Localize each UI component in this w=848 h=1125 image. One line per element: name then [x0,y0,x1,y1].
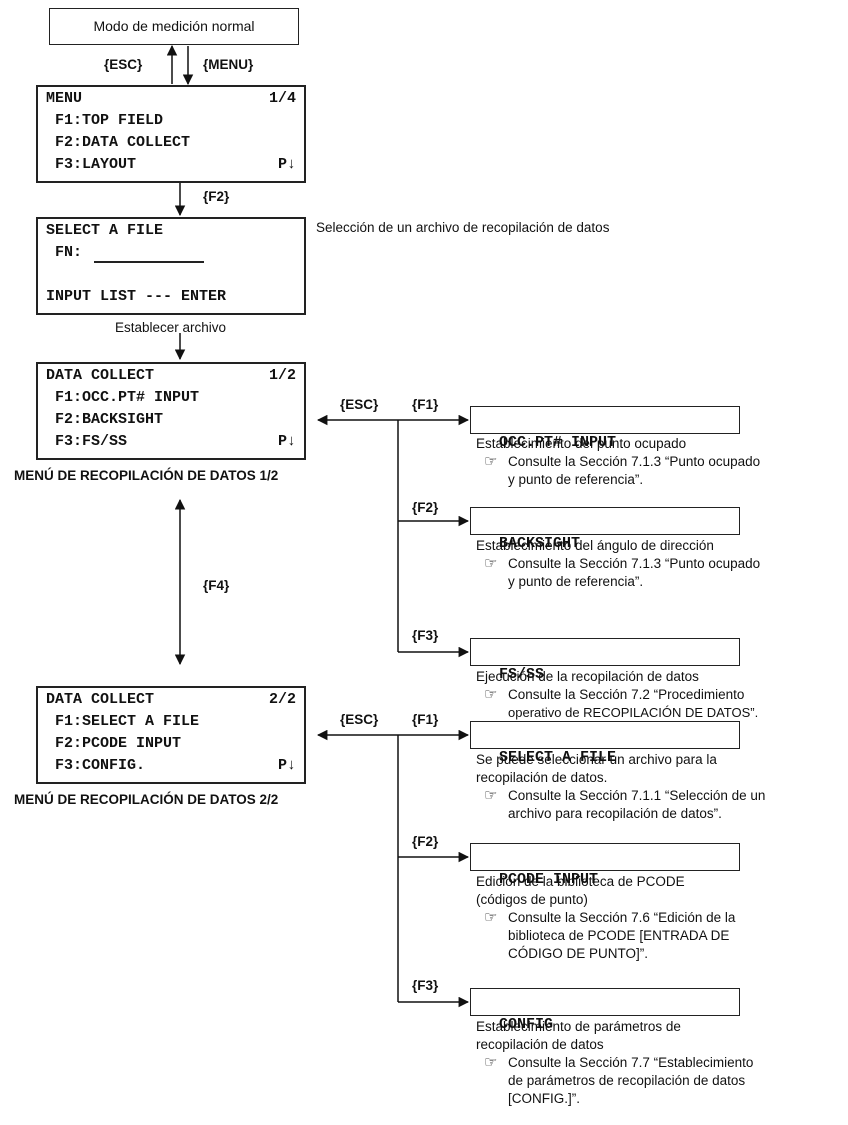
backsight-ref-line-1: Consulte la Sección 7.1.3 “Punto ocupado [508,556,761,571]
pcode-input-ref-line-3: CÓDIGO DE PUNTO]”. [508,946,649,961]
reference-icon: ☞ [484,787,498,804]
pcode-input-desc-line-1: Edición de la biblioteca de PCODE [476,874,685,889]
select-a-file-ref: ☞ Consulte la Sección 7.1.1 “Selección d… [484,787,765,823]
pcode-input-ref-line-1: Consulte la Sección 7.6 “Edición de la [508,910,736,925]
fs-ss-title: FS/SS [499,666,545,683]
dc2-item-f2: F2:PCODE INPUT [46,735,182,752]
backsight-ref-line-2: y punto de referencia”. [508,574,644,589]
select-file-screen: SELECT A FILE FN: INPUT LIST --- ENTER [36,217,306,315]
menu-screen: MENU 1/4 F1:TOP FIELD F2:DATA COLLECT F3… [36,85,306,183]
f3a-key-label: {F3} [412,628,439,643]
normal-mode-box: Modo de medición normal [49,8,299,45]
select-file-title: SELECT A FILE [46,222,164,239]
select-a-file-title: SELECT A FILE [499,749,617,766]
occ-pt-input-box: OCC.PT# INPUT [470,406,740,451]
pcode-input-ref-line-2: biblioteca de PCODE [ENTRADA DE [508,928,730,943]
f2a-key-label: {F2} [412,500,439,515]
esc-key-label: {ESC} [104,57,143,72]
fn-label: FN: [46,244,83,261]
pcode-input-ref: ☞ Consulte la Sección 7.6 “Edición de la… [484,909,735,963]
dc1-caption: MENÚ DE RECOPILACIÓN DE DATOS 1/2 [14,468,279,483]
dc1-page: 1/2 [268,367,296,384]
dc2-caption: MENÚ DE RECOPILACIÓN DE DATOS 2/2 [14,792,279,807]
occ-pt-input-desc: Establecimiento del punto ocupado [476,436,687,451]
config-ref-line-3: [CONFIG.]”. [508,1091,580,1106]
select-a-file-box: SELECT A FILE [470,721,740,766]
fs-ss-ref-line-2: operativo de RECOPILACIÓN DE DATOS”. [508,705,759,720]
reference-icon: ☞ [484,555,498,572]
config-ref-line-1: Consulte la Sección 7.7 “Establecimiento [508,1055,754,1070]
select-a-file-desc-line-2: recopilación de datos. [476,770,608,785]
dc1-title: DATA COLLECT [46,367,155,384]
fn-input-field [94,261,204,263]
reference-icon: ☞ [484,1054,498,1071]
fs-ss-box: FS/SS [470,638,740,683]
f1a-key-label: {F1} [412,397,439,412]
dc2-page: 2/2 [268,691,296,708]
f2b-key-label: {F2} [412,834,439,849]
fs-ss-ref: ☞ Consulte la Sección 7.2 “Procedimiento… [484,686,758,722]
config-desc-line-1: Establecimiento de parámetros de [476,1019,681,1034]
select-a-file-ref-line-2: archivo para recopilación de datos”. [508,806,722,821]
select-file-bottom-row: INPUT LIST --- ENTER [46,288,227,305]
config-box: CONFIG [470,988,740,1033]
fs-ss-ref-line-1: Consulte la Sección 7.2 “Procedimiento [508,687,745,702]
esc1-key-label: {ESC} [340,397,379,412]
menu-more-indicator: P↓ [277,156,296,173]
menu-page: 1/4 [268,90,296,107]
data-collect-screen-2: DATA COLLECT 2/2 F1:SELECT A FILE F2:PCO… [36,686,306,784]
reference-icon: ☞ [484,909,498,926]
dc2-title: DATA COLLECT [46,691,155,708]
select-a-file-ref-line-1: Consulte la Sección 7.1.1 “Selección de … [508,788,766,803]
config-desc-line-2: recopilación de datos [476,1037,604,1052]
backsight-desc: Establecimiento del ángulo de dirección [476,538,714,553]
f1b-key-label: {F1} [412,712,439,727]
backsight-ref: ☞ Consulte la Sección 7.1.3 “Punto ocupa… [484,555,760,591]
occ-pt-input-ref: ☞ Consulte la Sección 7.1.3 “Punto ocupa… [484,453,760,489]
occ-pt-input-ref-line-2: y punto de referencia”. [508,472,644,487]
occ-pt-input-ref-line-1: Consulte la Sección 7.1.3 “Punto ocupado [508,454,761,469]
reference-icon: ☞ [484,686,498,703]
fs-ss-desc: Ejecución de la recopilación de datos [476,669,699,684]
dc2-item-f1: F1:SELECT A FILE [46,713,200,730]
dc2-more-indicator: P↓ [277,757,296,774]
config-ref-line-2: de parámetros de recopilación de datos [508,1073,746,1088]
menu-item-f3: F3:LAYOUT [46,156,137,173]
config-ref: ☞ Consulte la Sección 7.7 “Establecimien… [484,1054,753,1108]
dc1-more-indicator: P↓ [277,433,296,450]
menu-title: MENU [46,90,83,107]
dc1-item-f2: F2:BACKSIGHT [46,411,164,428]
menu-key-label: {MENU} [203,57,254,72]
backsight-box: BACKSIGHT [470,507,740,552]
dc1-item-f3: F3:FS/SS [46,433,128,450]
backsight-title: BACKSIGHT [499,535,581,552]
dc2-item-f3: F3:CONFIG. [46,757,146,774]
f3b-key-label: {F3} [412,978,439,993]
select-a-file-desc-line-1: Se puede seleccionar un archivo para la [476,752,717,767]
pcode-input-box: PCODE INPUT [470,843,740,888]
menu-item-f1: F1:TOP FIELD [46,112,164,129]
normal-mode-label: Modo de medición normal [93,18,255,34]
pcode-input-title: PCODE INPUT [499,871,599,888]
set-file-label: Establecer archivo [115,320,227,335]
f4-key-label: {F4} [203,578,230,593]
config-title: CONFIG [499,1016,554,1033]
reference-icon: ☞ [484,453,498,470]
menu-item-f2: F2:DATA COLLECT [46,134,191,151]
data-collect-screen-1: DATA COLLECT 1/2 F1:OCC.PT# INPUT F2:BAC… [36,362,306,460]
select-file-note: Selección de un archivo de recopilación … [316,220,610,235]
occ-pt-input-title: OCC.PT# INPUT [499,434,617,451]
esc2-key-label: {ESC} [340,712,379,727]
dc1-item-f1: F1:OCC.PT# INPUT [46,389,200,406]
f2-key-label: {F2} [203,189,230,204]
pcode-input-desc-line-2: (códigos de punto) [476,892,588,907]
